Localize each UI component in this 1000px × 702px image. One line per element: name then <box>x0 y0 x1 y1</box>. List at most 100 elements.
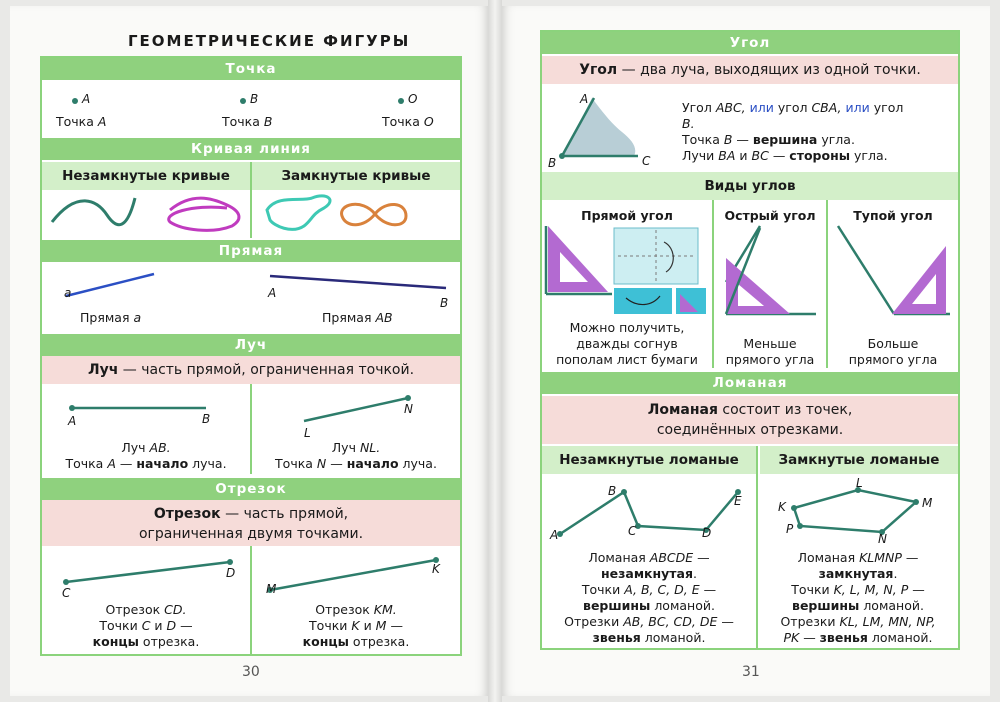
point-a-caption: Точка A <box>56 114 107 129</box>
ray-ab-label-b: B <box>202 412 211 426</box>
angle-ray-ba <box>560 97 596 157</box>
obtuse-angle-title: Тупой угол <box>853 208 933 223</box>
angle-types-title: Виды углов <box>542 172 958 200</box>
page-title: ГЕОМЕТРИЧЕСКИЕ ФИГУРЫ <box>128 32 411 50</box>
segment-km-m <box>267 587 273 593</box>
point-b-dot <box>240 98 246 104</box>
section-header-line: Прямая <box>42 240 460 262</box>
ray-nl-label-n: N <box>404 402 413 416</box>
segment-km-caption: Отрезок KM. Точки K и M — концы отрезка. <box>302 602 410 649</box>
segment-km <box>269 558 437 592</box>
obtuse-angle-figure <box>836 225 950 316</box>
acute-angle-title: Острый угол <box>724 208 816 223</box>
divider <box>250 546 252 654</box>
section-header-ray: Луч <box>42 334 460 356</box>
line-a-label: a <box>64 286 72 300</box>
angle-definition: Угол — два луча, выходящих из одной точк… <box>542 56 958 84</box>
point-a-dot <box>72 98 78 104</box>
right-angle-triangle <box>544 226 612 296</box>
angle-label-b: B <box>548 156 557 170</box>
left-page: ГЕОМЕТРИЧЕСКИЕ ФИГУРЫ Точка A Точка A B … <box>10 6 488 696</box>
open-polyline-caption: Ломаная ABCDE — незамкнутая. Точки A, B,… <box>564 550 734 645</box>
ray-definition: Луч — часть прямой, ограниченная точкой. <box>42 356 460 384</box>
segment-cd-d <box>227 559 233 565</box>
closed-polyline-caption: Ломаная KLMNP — замкнутая. Точки K, L, M… <box>780 550 936 645</box>
closed-polylines-title: Замкнутые ломаные <box>760 446 958 474</box>
divider <box>826 200 828 368</box>
point-o-dot <box>398 98 404 104</box>
point-b-label: B <box>250 92 259 106</box>
polyline-definition: Ломаная состоит из точек, соединённых от… <box>542 396 958 444</box>
angle-vertex <box>559 153 565 159</box>
obtuse-angle-caption: Больше прямого угла <box>848 336 938 367</box>
angles-frame: Угол Угол — два луча, выходящих из одной… <box>540 30 960 650</box>
section-header-polyline: Ломаная <box>542 372 958 394</box>
divider <box>712 200 714 368</box>
angle-label-a: A <box>580 92 589 106</box>
divider <box>756 446 758 648</box>
point-a-label: A <box>82 92 91 106</box>
polyline-label-b: B <box>608 484 617 498</box>
polyline-label-p: P <box>786 522 794 536</box>
polyline-label-n: N <box>878 532 887 546</box>
polyline-label-k: K <box>778 500 786 514</box>
polyline-label-a: A <box>550 528 559 542</box>
curves-drawing <box>50 194 408 232</box>
ray-nl-start <box>405 395 411 401</box>
divider <box>250 162 252 238</box>
segment-label-d: D <box>226 566 236 580</box>
book-spine <box>488 0 502 702</box>
angle-description: Угол ABC, или угол CBA, или угол B. Точк… <box>682 100 904 163</box>
point-o-label: O <box>408 92 418 106</box>
line-a-caption: Прямая a <box>80 310 142 325</box>
ray-ab-label-a: A <box>68 414 77 428</box>
open-polyline <box>559 490 739 536</box>
section-header-angle: Угол <box>542 32 958 54</box>
segment-km-k <box>433 557 439 563</box>
closed-curve-1 <box>265 194 332 231</box>
point-o-caption: Точка O <box>382 114 434 129</box>
segment-cd-c <box>63 579 69 585</box>
closed-polyline <box>792 488 919 534</box>
closed-curves-title: Замкнутые кривые <box>252 162 460 190</box>
segment-definition: Отрезок — часть прямой, ограниченная дву… <box>42 500 460 546</box>
rays-drawing <box>69 395 411 423</box>
segments-drawing <box>63 557 439 593</box>
segment-cd <box>65 560 231 584</box>
page-number-right: 31 <box>742 664 760 680</box>
right-angle-caption: Можно получить, дважды согнув пополам ли… <box>556 320 698 367</box>
ray-nl <box>303 396 409 423</box>
polyline-label-c: C <box>628 524 637 538</box>
ray-nl-caption: Луч NL. Точка N — начало луча. <box>275 440 437 471</box>
page-number-left: 30 <box>242 664 260 680</box>
ray-ab-start <box>69 405 75 411</box>
line-ab-label-a: A <box>268 286 277 300</box>
section-header-curve: Кривая линия <box>42 138 460 160</box>
divider <box>250 384 252 474</box>
figures-frame: Точка A Точка A B Точка B O Точка O Крив… <box>40 56 462 656</box>
line-ab-caption: Прямая AB <box>322 310 393 325</box>
point-b-caption: Точка B <box>222 114 273 129</box>
closed-curve-infinity <box>340 202 408 227</box>
segment-cd-caption: Отрезок CD. Точки C и D — концы отрезка. <box>92 602 200 649</box>
acute-angle-figure <box>724 225 816 316</box>
acute-angle-caption: Меньше прямого угла <box>725 336 815 367</box>
open-polylines-title: Незамкнутые ломаные <box>542 446 756 474</box>
line-ab-label-b: B <box>440 296 449 310</box>
polyline-label-l: L <box>856 476 863 490</box>
paper-fold-2 <box>614 288 706 314</box>
polyline-label-m: M <box>922 496 933 510</box>
open-curve-1 <box>50 197 137 227</box>
polyline-label-e: E <box>734 494 742 508</box>
polylines-drawing <box>557 487 919 537</box>
ray-nl-label-l: L <box>304 426 311 440</box>
lines-drawing <box>65 272 447 298</box>
section-header-segment: Отрезок <box>42 478 460 500</box>
line-a <box>65 272 155 298</box>
segment-label-c: C <box>62 586 71 600</box>
angle-drawing <box>559 97 638 159</box>
open-curves-title: Незамкнутые кривые <box>42 162 250 190</box>
angle-types-drawing <box>544 225 950 316</box>
segment-label-k: K <box>432 562 440 576</box>
line-ab <box>269 274 447 290</box>
